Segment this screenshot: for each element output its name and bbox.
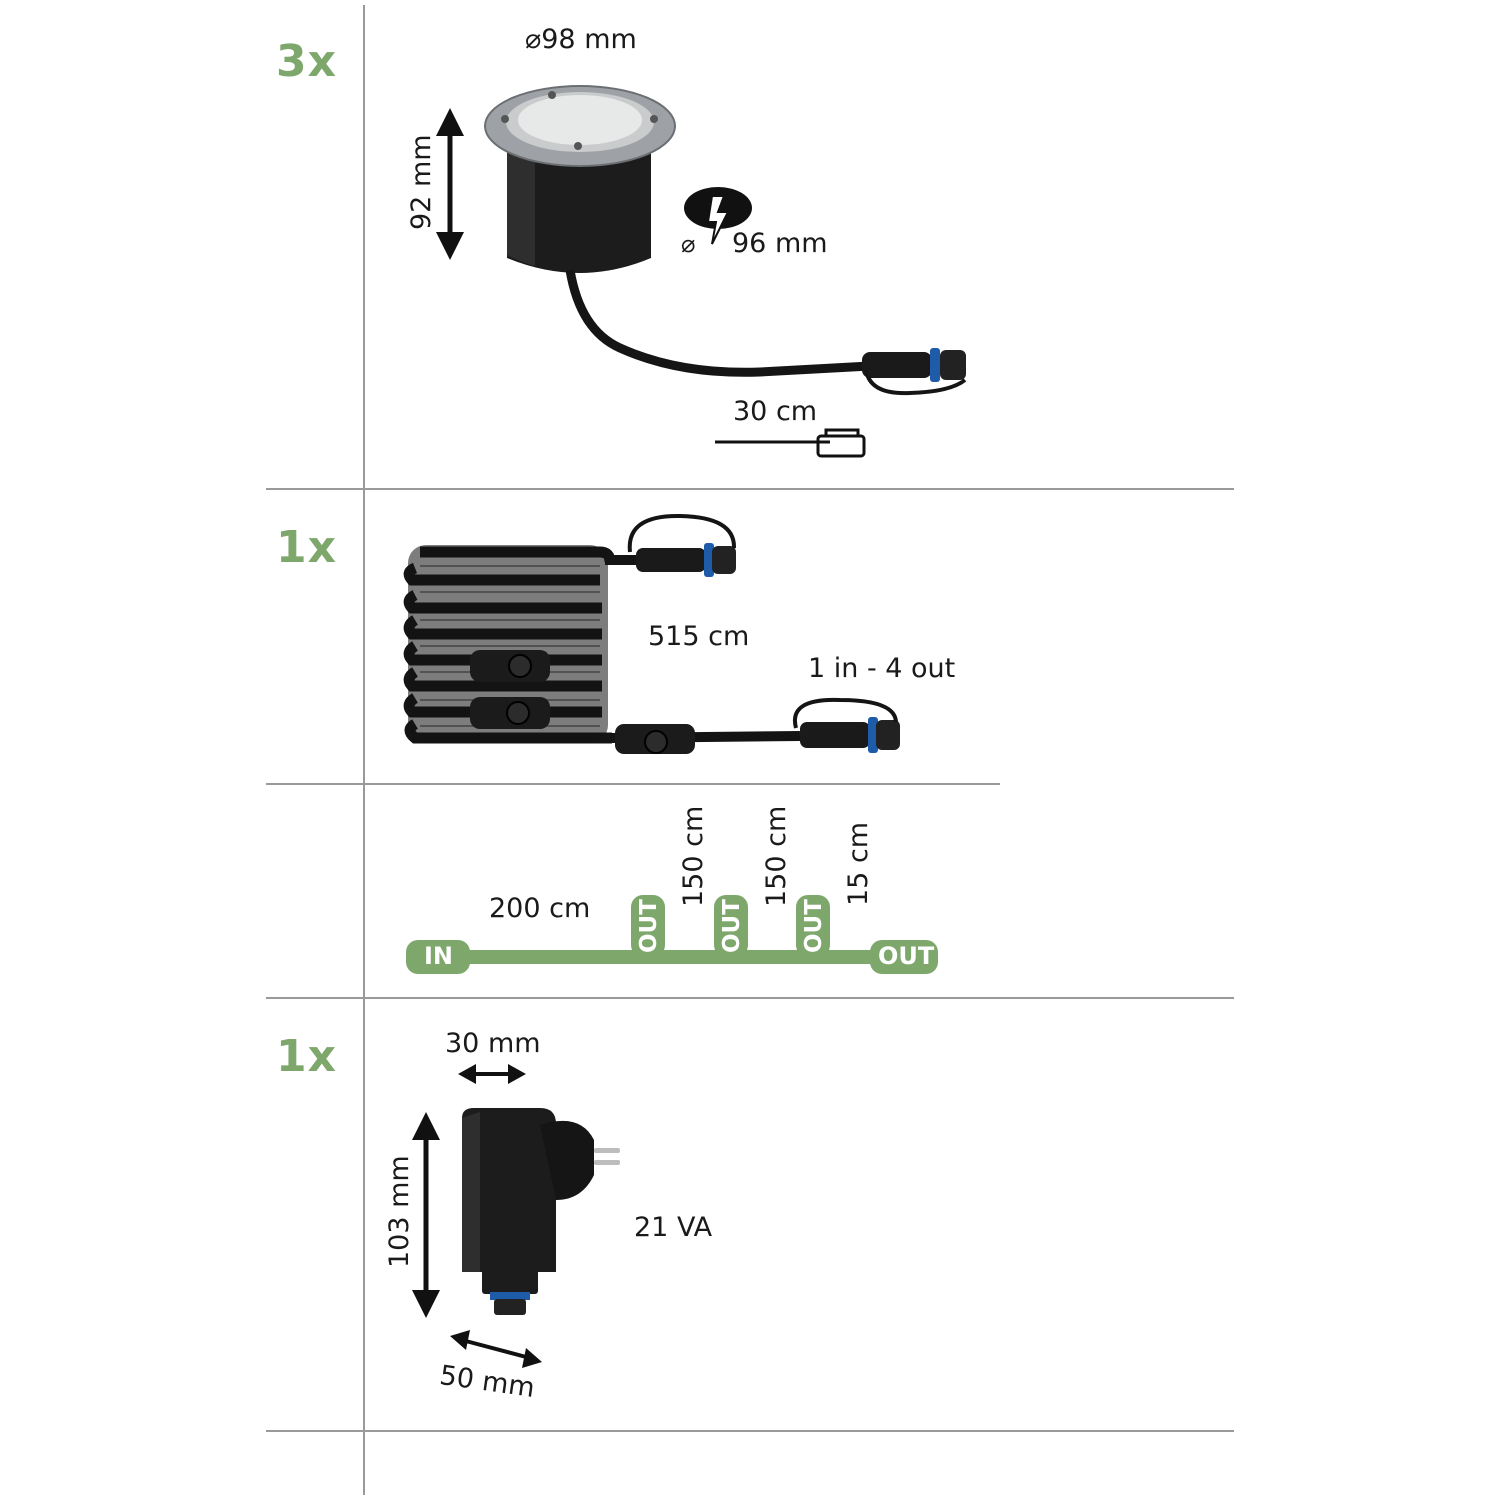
- out-label-end: OUT: [878, 942, 935, 970]
- row-divider-4: [266, 1430, 1234, 1432]
- plug-transformer: [462, 1108, 620, 1315]
- cutout-symbol: [684, 187, 752, 245]
- out-tag-2: [714, 895, 748, 957]
- segment-label-15cm: 15 cm: [843, 821, 874, 906]
- width-arrow: [458, 1064, 526, 1084]
- diameter-top-label: ⌀98 mm: [525, 24, 637, 55]
- out-tag-3: [796, 895, 830, 957]
- row-divider-2: [266, 783, 1000, 785]
- row-divider-3: [266, 997, 1234, 999]
- cable-length-label-515: 515 cm: [648, 621, 750, 652]
- row-divider-1: [266, 488, 1234, 490]
- height-label: 92 mm: [406, 134, 437, 230]
- depth-arrow: [450, 1330, 542, 1368]
- out-label-1: OUT: [636, 899, 662, 953]
- quantity-label-cable: 1x: [276, 522, 337, 573]
- quantity-label-transformer: 1x: [276, 1031, 337, 1082]
- cutout-diameter-label: 96 mm: [732, 228, 828, 259]
- out-label-2: OUT: [719, 899, 745, 953]
- out-tag-1: [631, 895, 665, 957]
- segment-label-150cm-a: 150 cm: [678, 805, 709, 907]
- height-arrow: [436, 108, 464, 260]
- transformer-illustration: [412, 1064, 620, 1368]
- segment-label-200cm: 200 cm: [489, 893, 591, 924]
- power-label: 21 VA: [634, 1212, 713, 1243]
- width-label: 30 mm: [445, 1028, 541, 1059]
- cable-illustration: [403, 513, 900, 754]
- cable-length-label: 30 cm: [733, 396, 818, 427]
- segment-label-150cm-b: 150 cm: [761, 805, 792, 907]
- cable-length-symbol: [715, 428, 866, 458]
- cutout-symbol-label: ⌀: [681, 230, 696, 258]
- out-tag-end: [870, 940, 938, 974]
- in-tag: [406, 940, 470, 974]
- height-arrow-transformer: [412, 1112, 440, 1318]
- vertical-divider: [363, 5, 365, 1495]
- distributor-label: 1 in - 4 out: [808, 653, 956, 684]
- cable-layout-schematic: [406, 895, 938, 974]
- transformer-height-label: 103 mm: [384, 1155, 415, 1268]
- quantity-label-luminaire: 3x: [276, 36, 337, 87]
- recessed-luminaire: [484, 85, 967, 396]
- out-label-3: OUT: [801, 899, 827, 953]
- luminaire-illustration: [436, 85, 967, 458]
- in-label: IN: [424, 942, 454, 970]
